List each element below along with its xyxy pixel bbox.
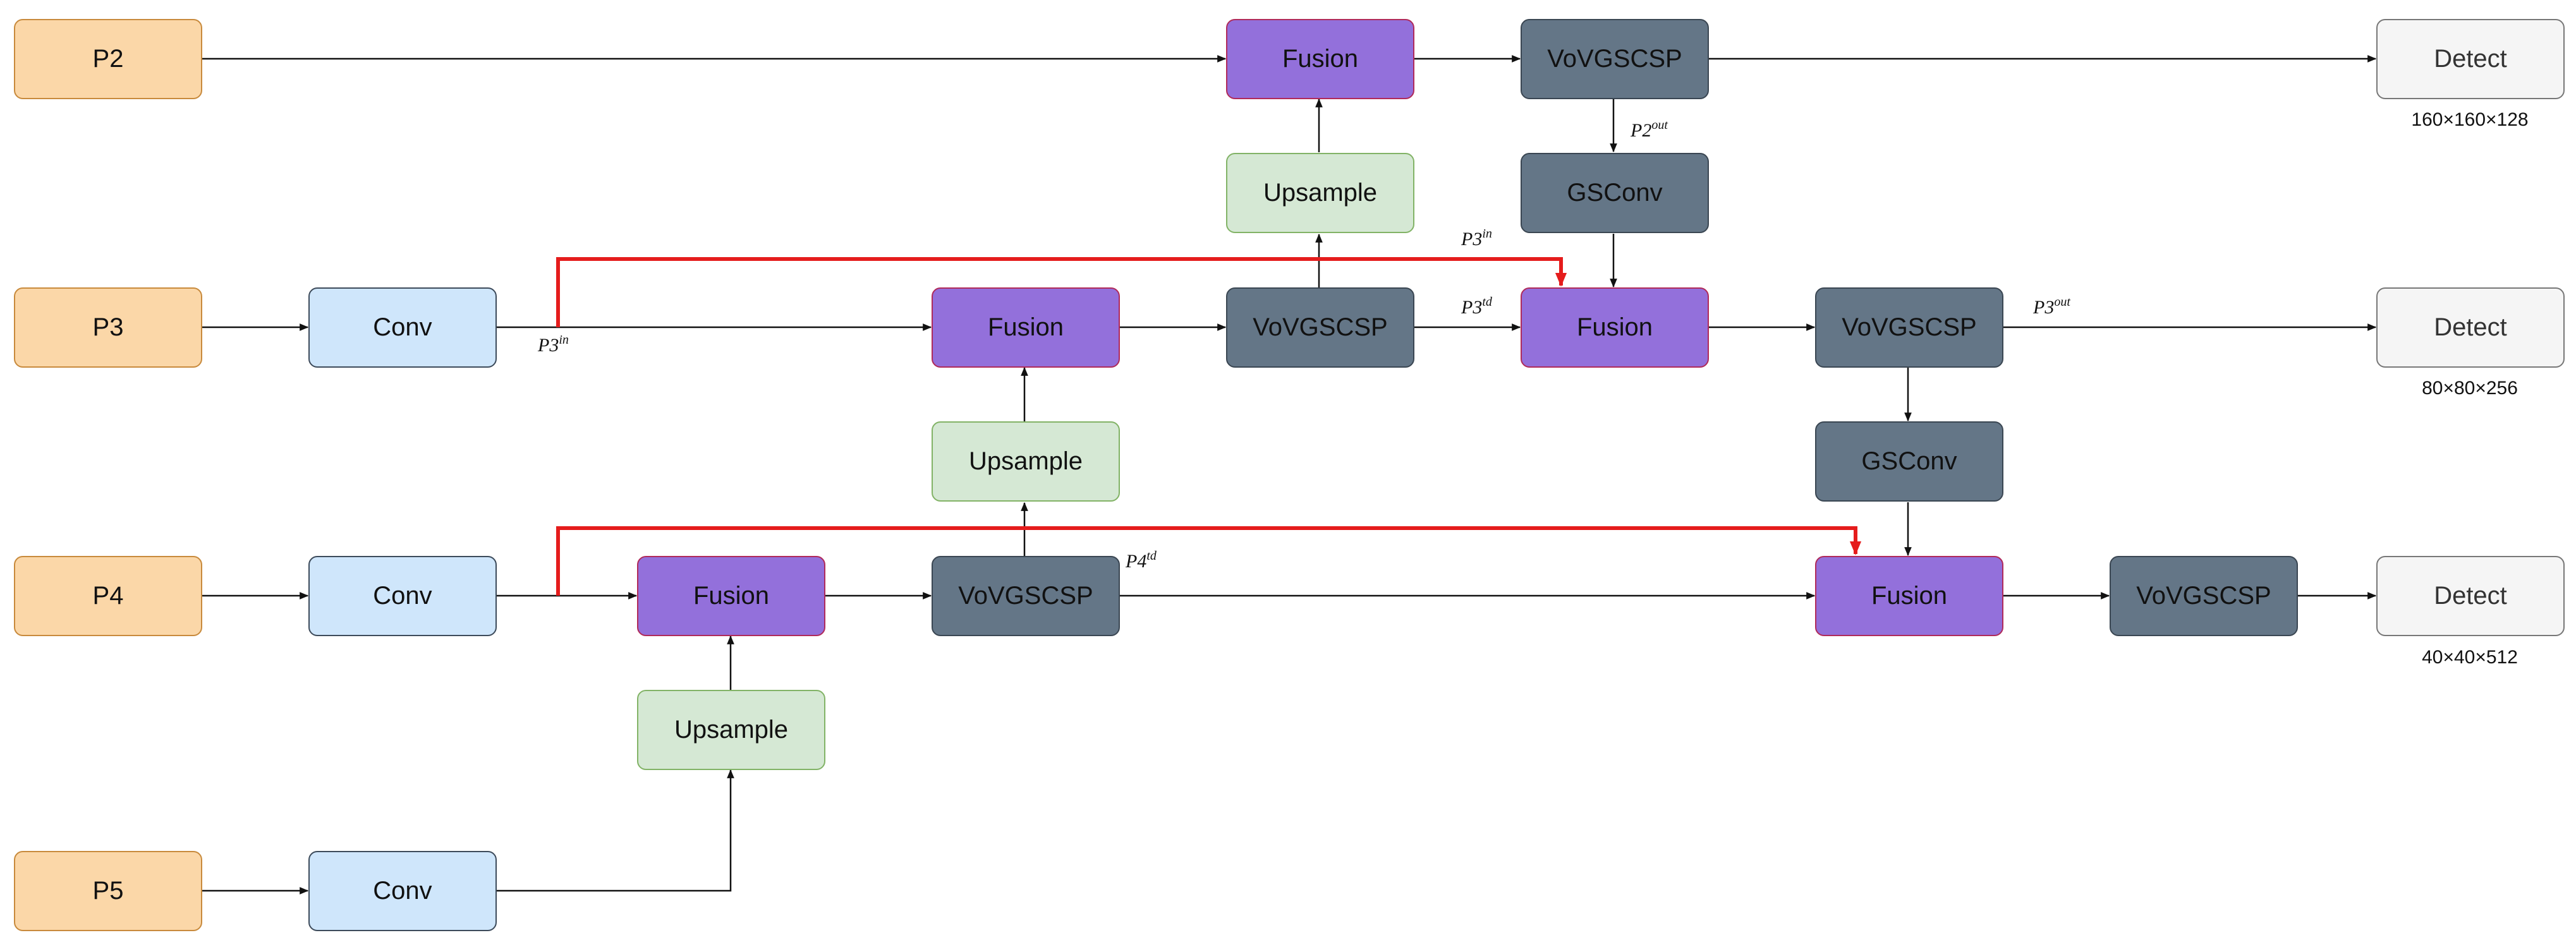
upsample-p5: Upsample <box>637 690 825 770</box>
vovgscsp-p2: VoVGSCSP <box>1521 19 1709 99</box>
detect-p3-shape: 80×80×256 <box>2422 378 2518 399</box>
conv-p3: Conv <box>308 287 497 368</box>
detect-p4-shape: 40×40×512 <box>2422 647 2518 668</box>
fusion-p4: Fusion <box>637 556 825 636</box>
skip-edge-p4-in-to-fusion-p4-out <box>556 526 1862 596</box>
detect-p2-shape: 160×160×128 <box>2411 109 2528 130</box>
gsconv-p3: GSConv <box>1815 421 2003 502</box>
skip-edge-p3-in-to-fusion-p3-out <box>556 257 1567 327</box>
input-p5: P5 <box>14 851 202 931</box>
upsample-p3: Upsample <box>1226 153 1414 233</box>
detect-p3: Detect <box>2376 287 2565 368</box>
label-p3-in-near-conv: P3in <box>537 333 569 356</box>
vovgscsp-p4: VoVGSCSP <box>932 556 1120 636</box>
detect-p2: Detect <box>2376 19 2565 99</box>
detect-p4: Detect <box>2376 556 2565 636</box>
edge-conv-p5-to-upsample-p5 <box>495 769 734 892</box>
input-p4: P4 <box>14 556 202 636</box>
vovgscsp-p4-out: VoVGSCSP <box>2110 556 2298 636</box>
input-p3: P3 <box>14 287 202 368</box>
label-p3-td: P3td <box>1461 295 1493 318</box>
fusion-p3: Fusion <box>932 287 1120 368</box>
label-p3-in-above-fusion: P3in <box>1461 227 1492 250</box>
label-p2-out: P2out <box>1630 118 1668 141</box>
label-p4-td: P4td <box>1125 549 1157 572</box>
input-p2: P2 <box>14 19 202 99</box>
conv-p5: Conv <box>308 851 497 931</box>
label-p3-out: P3out <box>2032 295 2070 318</box>
fusion-p2: Fusion <box>1226 19 1414 99</box>
vovgscsp-p3: VoVGSCSP <box>1226 287 1414 368</box>
vovgscsp-p3-out: VoVGSCSP <box>1815 287 2003 368</box>
upsample-p4: Upsample <box>932 421 1120 502</box>
gsconv-p2: GSConv <box>1521 153 1709 233</box>
fusion-p3-out: Fusion <box>1521 287 1709 368</box>
fusion-p4-out: Fusion <box>1815 556 2003 636</box>
conv-p4: Conv <box>308 556 497 636</box>
